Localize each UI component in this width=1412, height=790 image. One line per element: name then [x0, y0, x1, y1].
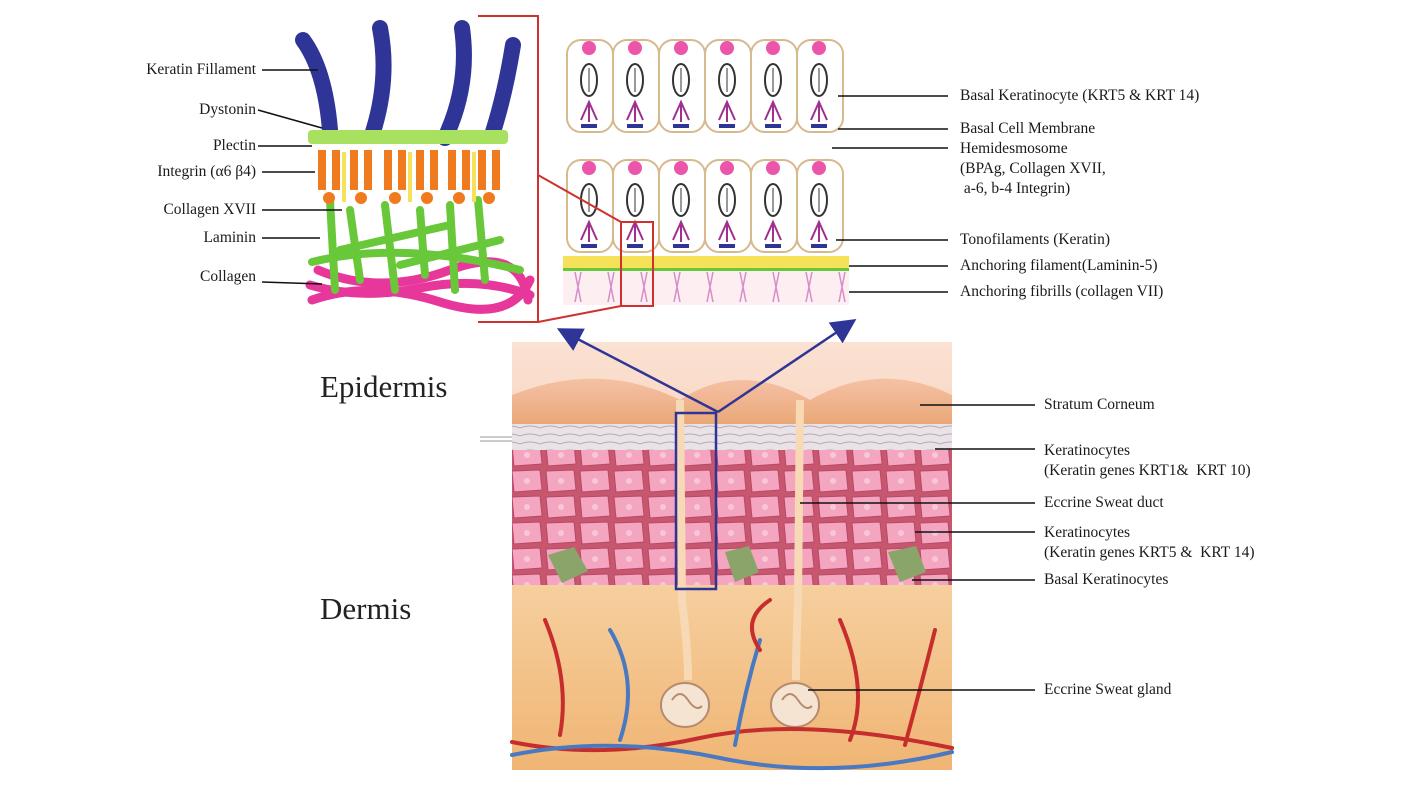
- label-dermis: Dermis: [320, 591, 412, 626]
- basal-cell: [796, 159, 844, 253]
- dermis-layer: [512, 585, 952, 770]
- label-basal-cell-membrane: Basal Cell Membrane: [960, 120, 1096, 137]
- label-stratum-corneum: Stratum Corneum: [1044, 396, 1155, 413]
- anchoring-fibril: [607, 271, 615, 303]
- basal-keratinocytes: [548, 546, 926, 583]
- label-epidermis: Epidermis: [320, 369, 448, 404]
- basal-cell: [750, 39, 798, 133]
- anchoring-fibril: [706, 271, 714, 303]
- zoom-line-bottom: [537, 305, 622, 323]
- basal-cell: [566, 159, 614, 253]
- label-basal-keratinocyte: Basal Keratinocyte (KRT5 & KRT 14): [960, 87, 1200, 104]
- blood-vessels: [510, 598, 954, 771]
- anchoring-fibril: [739, 271, 747, 303]
- zoom-box: [620, 221, 654, 307]
- integrins: [318, 150, 500, 204]
- label-collagen-xvii: Collagen XVII: [163, 201, 256, 218]
- skin-cross-section: [480, 319, 954, 771]
- label-plectin: Plectin: [212, 137, 256, 154]
- cell-row-bottom: [566, 159, 844, 253]
- label-tonofilaments: Tonofilaments (Keratin): [960, 231, 1110, 248]
- laminin-strands: [308, 196, 524, 294]
- surface-folds: [512, 342, 952, 400]
- anchoring-fibril: [640, 271, 648, 303]
- basal-membrane-line: [563, 268, 849, 271]
- highlight-box: [674, 411, 718, 591]
- label-keratinocytes-krt5: Keratinocytes (Keratin genes KRT5 & KRT …: [1044, 524, 1255, 561]
- basal-cell: [704, 159, 752, 253]
- plectin-bar: [308, 130, 508, 144]
- label-keratin-filament: Keratin Fillament: [146, 61, 256, 78]
- basal-cell: [796, 39, 844, 133]
- label-dystonin: Dystonin: [199, 101, 256, 118]
- basal-cell: [704, 39, 752, 133]
- label-integrin: Integrin (α6 β4): [157, 163, 256, 180]
- label-laminin: Laminin: [203, 229, 256, 246]
- label-anchoring-filament: Anchoring filament(Laminin-5): [960, 257, 1158, 274]
- basal-cell: [750, 159, 798, 253]
- anchoring-fibril: [805, 271, 813, 303]
- label-anchoring-fibrils: Anchoring fibrills (collagen VII): [960, 283, 1164, 300]
- sweat-glands: [660, 682, 820, 728]
- stratum-corneum-layer: [512, 424, 952, 450]
- zoom-bracket: [478, 15, 539, 323]
- collagen-strands: [305, 257, 535, 314]
- arrow-left: [556, 328, 719, 414]
- keratin-filaments: [295, 20, 521, 146]
- basal-cell: [612, 39, 660, 133]
- arrow-right: [717, 319, 857, 414]
- basal-cell-panel: [537, 39, 849, 323]
- anchoring-fibrils: [574, 271, 846, 303]
- anchoring-filament-band: [563, 256, 849, 269]
- zoom-line-top: [537, 174, 622, 223]
- basal-cell: [566, 39, 614, 133]
- cell-row-top: [566, 39, 844, 133]
- basal-cell: [658, 159, 706, 253]
- label-collagen: Collagen: [200, 268, 256, 285]
- leader-lines: [257, 69, 1035, 691]
- label-basal-keratinocytes: Basal Keratinocytes: [1044, 571, 1169, 588]
- label-eccrine-sweat-gland: Eccrine Sweat gland: [1044, 681, 1172, 698]
- anchoring-fibril: [574, 271, 582, 303]
- anchoring-fibril: [673, 271, 681, 303]
- basal-cell: [612, 159, 660, 253]
- label-hemidesmosome: Hemidesmosome (BPAg, Collagen XVII, a-6,…: [960, 140, 1106, 197]
- sweat-ducts: [676, 399, 804, 681]
- anchoring-fibril: [772, 271, 780, 303]
- anchoring-fibril: [838, 271, 846, 303]
- label-keratinocytes-krt1: Keratinocytes (Keratin genes KRT1& KRT 1…: [1044, 442, 1251, 479]
- label-eccrine-sweat-duct: Eccrine Sweat duct: [1044, 494, 1164, 511]
- molecular-detail-panel: [295, 15, 539, 323]
- basal-cell: [658, 39, 706, 133]
